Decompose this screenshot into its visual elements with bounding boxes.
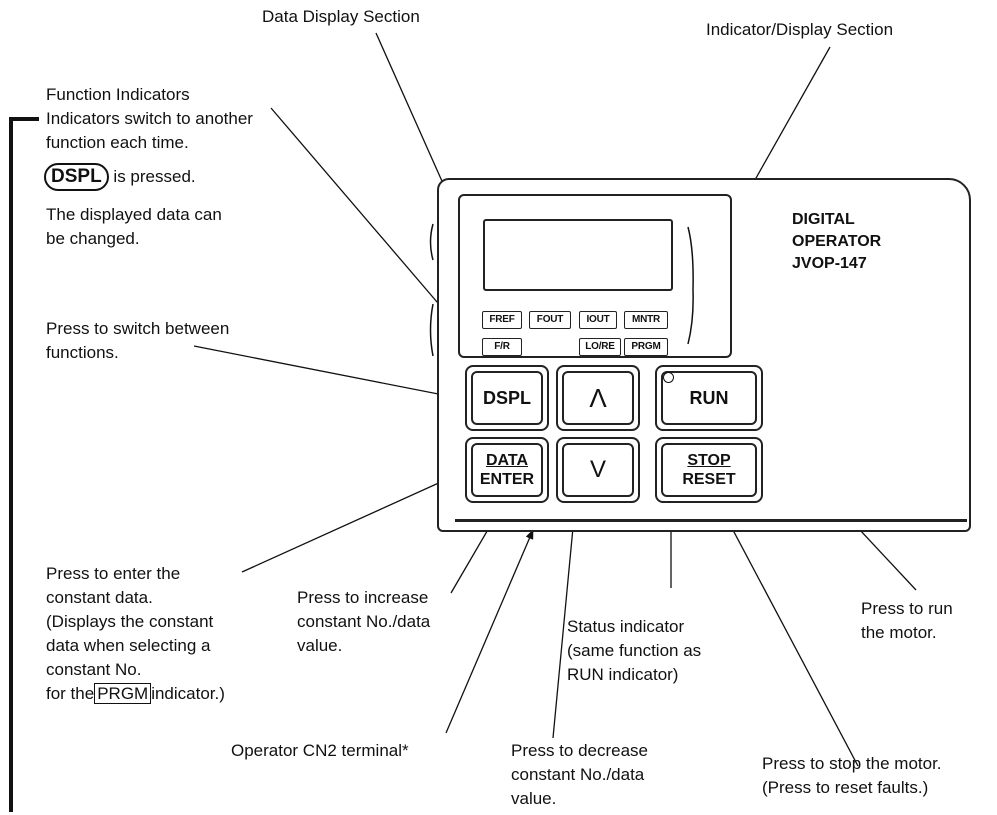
data-display-section-label: Data Display Section: [262, 7, 420, 26]
up-button[interactable]: Λ: [556, 365, 640, 431]
run-motor-line2: the motor.: [861, 623, 937, 642]
device-brand: DIGITAL OPERATOR JVOP-147: [792, 209, 881, 275]
stop-reset-label: STOP RESET: [661, 443, 757, 497]
side-bracket-upper: [429, 223, 434, 261]
enter-line3: (Displays the constant: [46, 612, 214, 631]
stop-motor-line2: (Press to reset faults.): [762, 778, 929, 797]
enter-line6-a: for the: [46, 684, 95, 703]
switch-functions-line2: functions.: [46, 343, 119, 362]
indicator-mntr: MNTR: [624, 311, 668, 329]
data-display-lcd: [483, 219, 673, 291]
run-button-label: RUN: [661, 371, 757, 425]
indicator-fref: FREF: [482, 311, 522, 329]
function-indicators-title: Function Indicators: [46, 85, 190, 104]
status-indicator-line2: (same function as: [567, 641, 702, 660]
indicator-fr: F/R: [482, 338, 522, 356]
enter-line1: Press to enter the: [46, 564, 181, 583]
down-button[interactable]: V: [556, 437, 640, 503]
function-bracket: [9, 117, 39, 812]
side-bracket-lower: [429, 303, 434, 357]
stop-label: STOP: [687, 452, 731, 469]
dspl-button[interactable]: DSPL: [465, 365, 549, 431]
indicator-iout: IOUT: [579, 311, 617, 329]
indicator-lore: LO/RE: [579, 338, 621, 356]
brand-line2: OPERATOR: [792, 233, 882, 250]
decrease-line2: constant No./data: [511, 765, 645, 784]
down-arrow-icon: V: [562, 443, 634, 497]
enter-label: ENTER: [479, 471, 535, 488]
indicator-display-section-label: Indicator/Display Section: [706, 20, 894, 39]
status-indicator-lamp: [663, 372, 674, 383]
up-arrow-icon: Λ: [562, 371, 634, 425]
dspl-pressed-line: DSPL is pressed.: [44, 163, 196, 191]
device-base-line: [455, 519, 967, 522]
enter-line4: data when selecting a: [46, 636, 211, 655]
cn2-terminal-label: Operator CN2 terminal*: [231, 741, 409, 760]
stop-reset-button[interactable]: STOP RESET: [655, 437, 763, 503]
dspl-key-symbol: DSPL: [44, 163, 109, 191]
increase-line3: value.: [297, 636, 343, 655]
decrease-line3: value.: [511, 789, 557, 808]
reset-label: RESET: [682, 471, 736, 488]
status-indicator-line3: RUN indicator): [567, 665, 679, 684]
run-motor-line1: Press to run: [861, 599, 953, 618]
leader-cn2: [445, 529, 534, 734]
increase-line1: Press to increase: [297, 588, 429, 607]
dspl-button-label: DSPL: [471, 371, 543, 425]
status-indicator-line1: Status indicator: [567, 617, 685, 636]
decrease-line1: Press to decrease: [511, 741, 649, 760]
indicator-prgm: PRGM: [624, 338, 668, 356]
function-indicators-desc1: Indicators switch to another: [46, 109, 253, 128]
changed-line2: be changed.: [46, 229, 140, 248]
switch-functions-line1: Press to switch between: [46, 319, 230, 338]
enter-line2: constant data.: [46, 588, 153, 607]
is-pressed-text: is pressed.: [113, 167, 196, 186]
indicator-fout: FOUT: [529, 311, 571, 329]
stop-motor-line1: Press to stop the motor.: [762, 754, 942, 773]
data-label: DATA: [485, 452, 529, 469]
display-panel: [458, 194, 732, 358]
changed-line1: The displayed data can: [46, 205, 222, 224]
data-enter-button[interactable]: DATA ENTER: [465, 437, 549, 503]
brand-line3: JVOP-147: [792, 255, 867, 272]
data-enter-label: DATA ENTER: [471, 443, 543, 497]
prgm-boxed-label: PRGM: [94, 683, 152, 704]
enter-line5: constant No.: [46, 660, 142, 679]
leader-function-indicators: [270, 107, 450, 317]
leader-stop: [715, 497, 859, 767]
enter-line6-c: indicator.): [151, 684, 225, 703]
brand-line1: DIGITAL: [792, 211, 855, 228]
leader-switch: [193, 345, 475, 404]
increase-line2: constant No./data: [297, 612, 431, 631]
function-indicators-desc2: function each time.: [46, 133, 189, 152]
